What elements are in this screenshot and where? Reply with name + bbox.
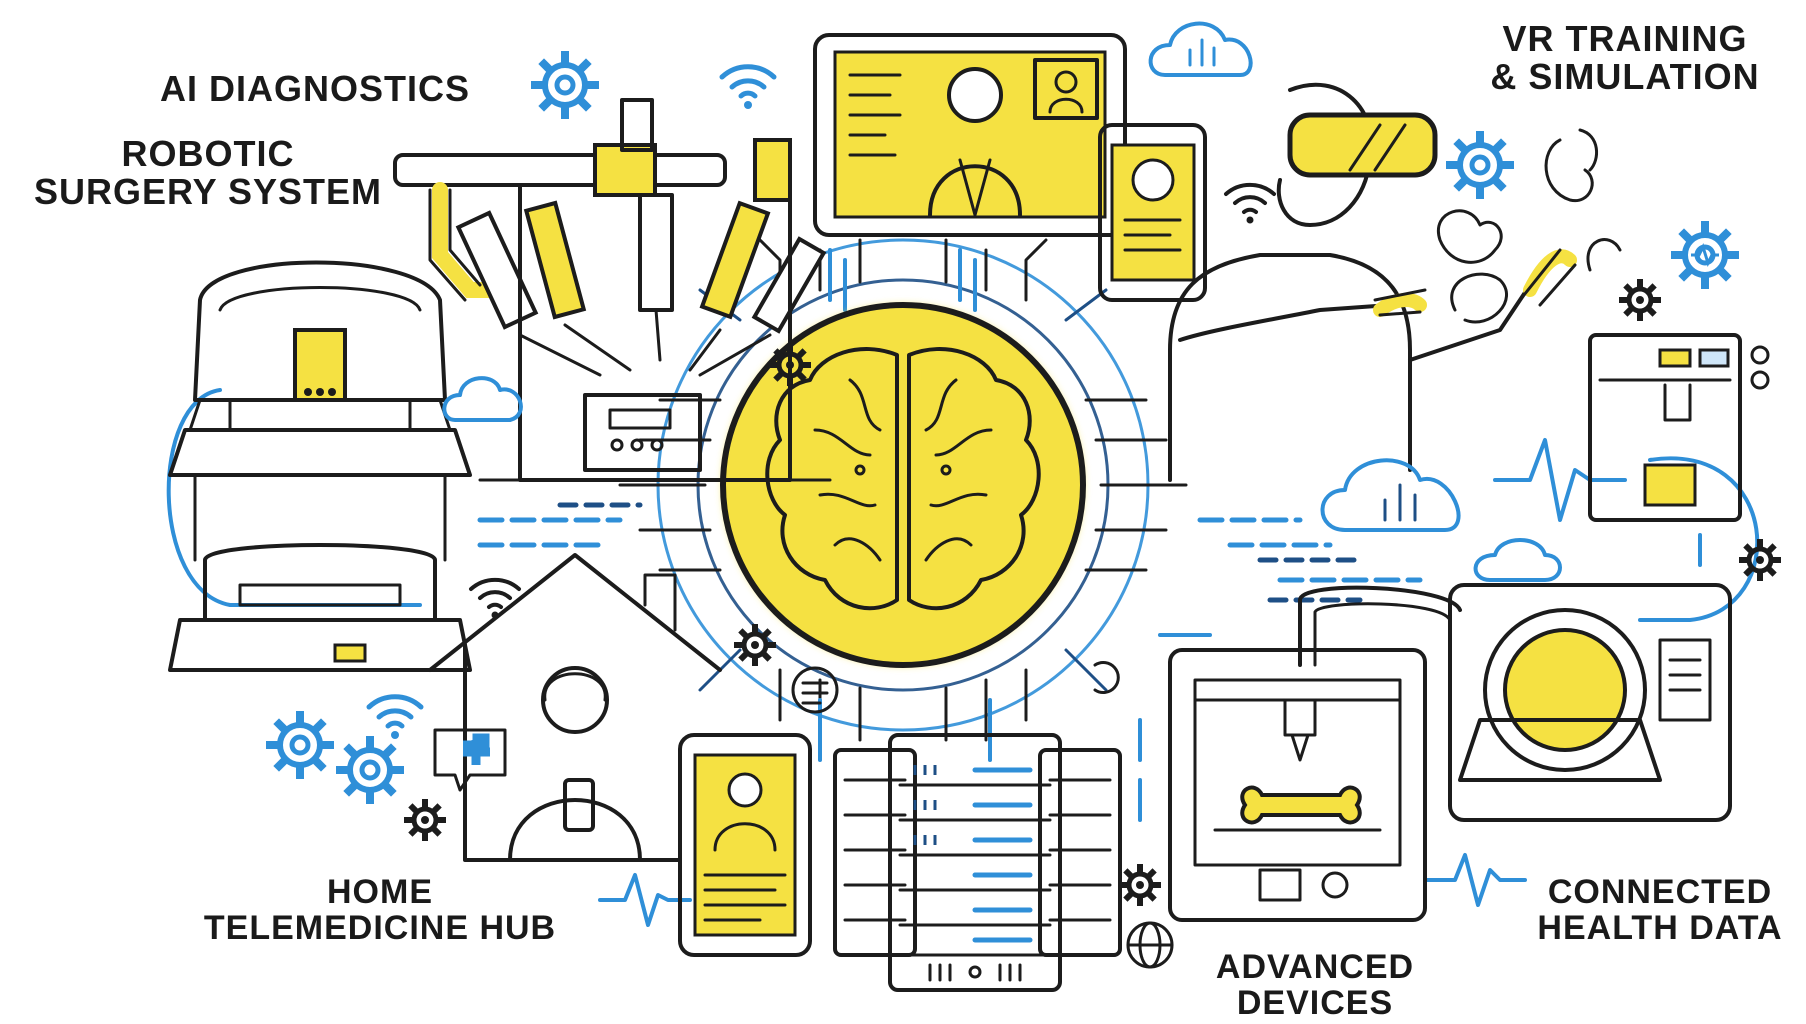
label-connected-health-line1: CONNECTED	[1547, 873, 1773, 911]
label-advanced-devices-line2: DEVICES	[1236, 983, 1394, 1022]
heartbeat-icon	[1423, 853, 1527, 907]
3d-printer-icon	[1168, 585, 1462, 922]
house-icon	[428, 553, 722, 862]
gear-icon	[1675, 225, 1735, 285]
gear-icon	[1450, 135, 1510, 195]
label-connected-health: CONNECTED HEALTH DATA	[1520, 873, 1800, 947]
circuit-traces	[477, 238, 1423, 762]
wifi-icon	[722, 67, 774, 109]
gear-icon	[535, 55, 595, 115]
gear-icon	[1742, 542, 1778, 578]
label-robotic-surgery-line2: SURGERY SYSTEM	[33, 170, 383, 212]
medical-cross-icon	[433, 728, 507, 792]
wifi-icon	[469, 577, 521, 621]
heartbeat-icon	[1493, 438, 1627, 522]
label-vr-training-line2: & SIMULATION	[1490, 55, 1760, 97]
label-ai-diagnostics-text: AI DIAGNOSTICS	[160, 68, 471, 109]
gear-icon	[1622, 282, 1658, 318]
cloud-icon	[1320, 458, 1461, 532]
globe-icon	[1126, 921, 1174, 969]
cloud-icon	[442, 376, 523, 422]
server-rack-icon	[833, 733, 1122, 992]
robotic-arm-icon	[393, 98, 832, 482]
label-robotic-surgery: ROBOTIC SURGERY SYSTEM	[18, 135, 398, 211]
network-loop-right	[1638, 456, 1760, 622]
label-home-telemedicine-line1: HOME	[327, 873, 433, 911]
gear-icon	[270, 715, 330, 775]
label-home-telemedicine-line2: TELEMEDICINE HUB	[203, 908, 557, 947]
heartbeat-icon	[598, 873, 692, 927]
label-advanced-devices-line1: ADVANCED	[1215, 948, 1415, 986]
cloud-icon	[1148, 21, 1253, 77]
gear-icon	[1122, 867, 1158, 903]
network-loop-left	[166, 388, 422, 607]
tablet-icon	[813, 33, 1127, 237]
label-robotic-surgery-line1: ROBOTIC	[121, 133, 295, 174]
label-advanced-devices: ADVANCED DEVICES	[1195, 948, 1435, 1022]
label-vr-training: VR TRAINING & SIMULATION	[1460, 20, 1790, 96]
surgeon-console-icon	[168, 260, 472, 672]
label-vr-training-line1: VR TRAINING	[1502, 18, 1748, 59]
wifi-icon	[369, 697, 421, 739]
mri-scanner-icon	[1448, 583, 1732, 822]
label-home-telemedicine: HOME TELEMEDICINE HUB	[190, 873, 570, 947]
lab-device-icon	[1588, 333, 1770, 522]
gear-icon	[340, 740, 400, 800]
label-connected-health-line2: HEALTH DATA	[1537, 908, 1783, 947]
cloud-icon	[1473, 538, 1562, 582]
label-ai-diagnostics: AI DIAGNOSTICS	[160, 70, 470, 108]
gear-icon	[407, 802, 443, 838]
refresh-icon	[1093, 661, 1120, 694]
wifi-icon	[1224, 182, 1276, 226]
gear-icon	[772, 347, 808, 383]
vr-headset-icon	[1168, 82, 1622, 482]
brain-icon	[720, 302, 1086, 668]
smartphone-icon	[678, 733, 812, 957]
list-icon	[791, 666, 839, 714]
smartphone-icon	[1098, 123, 1207, 302]
gear-icon	[737, 627, 773, 663]
